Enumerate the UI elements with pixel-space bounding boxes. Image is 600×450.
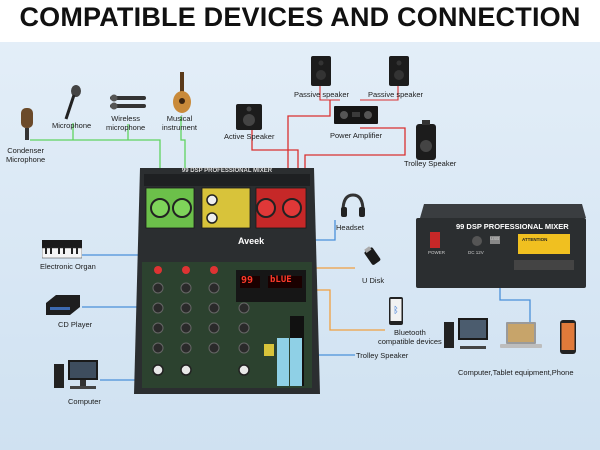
power-amplifier-icon — [334, 106, 378, 124]
electronic-organ-label: Electronic Organ — [40, 262, 96, 271]
trolley-speaker-top-label: Trolley Speaker — [404, 159, 457, 168]
musical-instrument-label: Musical instrument — [162, 114, 198, 132]
mixer-display-number: 99 — [241, 275, 254, 286]
wireless-microphone-label: Wireless microphone — [106, 114, 146, 132]
cd-player-label: CD Player — [58, 320, 93, 329]
side-mixer-usb: USB — [490, 236, 500, 241]
svg-text:ᛒ: ᛒ — [393, 305, 398, 316]
condenser-microphone-icon — [20, 108, 34, 140]
wireless-microphone-icon — [110, 92, 146, 112]
computer-icon — [54, 360, 100, 392]
wire-condenser — [30, 139, 161, 190]
usb-drive-icon — [362, 246, 384, 268]
electronic-organ-icon — [41, 240, 83, 260]
passive-speaker-left-icon — [310, 56, 332, 86]
wire-bluetooth — [310, 289, 385, 331]
computer-label: Computer — [68, 397, 101, 406]
side-mixer — [414, 204, 586, 288]
guitar-icon — [172, 72, 192, 114]
headset-label: Headset — [336, 223, 364, 232]
laptop-icon — [500, 322, 542, 352]
phone-icon — [558, 320, 578, 354]
active-speaker-label: Active Speaker — [224, 132, 275, 141]
condenser-microphone-label: Condenser Microphone — [6, 146, 46, 164]
side-mixer-attention: ATTENTION — [522, 237, 548, 242]
passive-speaker-left-label: Passive speaker — [294, 90, 350, 99]
microphone-label: Microphone — [52, 121, 92, 130]
bluetooth-phone-icon: ᛒ — [388, 297, 404, 327]
cd-player-icon — [46, 295, 80, 315]
trolley-speaker-bottom-label: Trolley Speaker — [356, 351, 409, 360]
passive-speaker-right-label: Passive speaker — [368, 90, 424, 99]
computer-right-icon — [444, 318, 490, 354]
passive-speaker-right-icon — [388, 56, 410, 86]
wire-amplifier — [287, 100, 331, 195]
side-mixer-dc: DC 12V — [468, 250, 484, 255]
power-amplifier-label: Power Amplifier — [330, 131, 383, 140]
mixer-brand: Aveek — [238, 236, 265, 246]
page-title: COMPATIBLE DEVICES AND CONNECTION — [19, 2, 581, 32]
main-mixer — [132, 158, 322, 394]
computer-tablet-phone-label: Computer,Tablet equipment,Phone — [458, 368, 574, 377]
side-mixer-label: 99 DSP PROFESSIONAL MIXER — [456, 222, 569, 231]
active-speaker-icon — [234, 104, 264, 130]
side-mixer-power: POWER — [428, 250, 446, 255]
headset-icon — [340, 193, 366, 219]
trolley-speaker-top-icon — [414, 120, 438, 160]
u-disk-label: U Disk — [362, 276, 385, 285]
mixer-display-text: bLUE — [270, 275, 292, 285]
wire-instrument — [180, 116, 186, 190]
microphone-icon — [62, 85, 82, 121]
mixer-top-label: 99 DSP PROFESSIONAL MIXER — [181, 168, 273, 174]
bluetooth-devices-label: Bluetooth compatible devices — [378, 328, 442, 346]
